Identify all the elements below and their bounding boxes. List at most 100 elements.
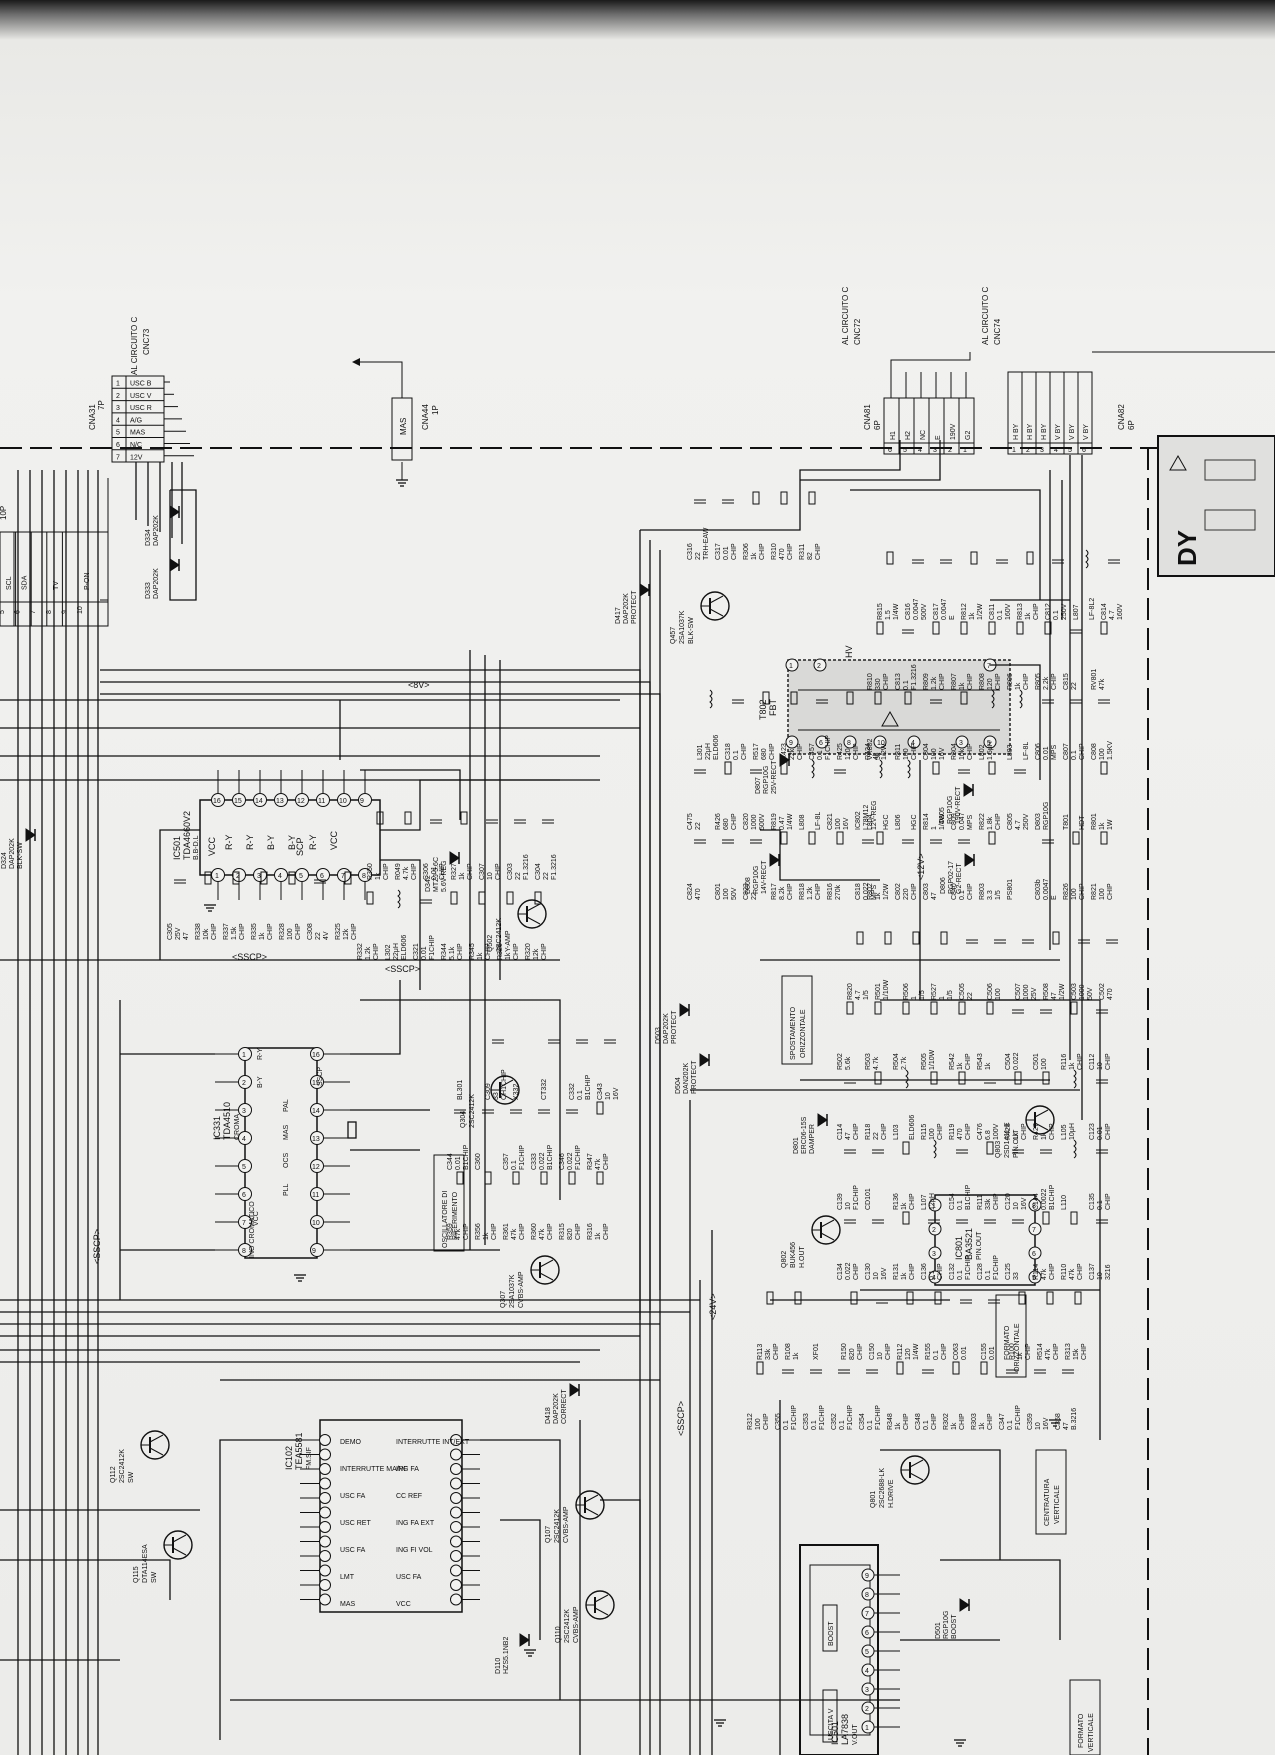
component-note: CHIP [1107,883,1114,900]
component-value: 1.8k [987,816,994,830]
component-note: CHIP [857,1343,864,1360]
component-value: 820 [567,1228,574,1240]
component-note: CHIP [937,1123,944,1140]
cna31-pin-label: USC B [130,381,152,388]
component-value: 0.1 [1053,610,1060,620]
component-value: 2.7k [901,1056,908,1070]
component-value: 22μH [705,743,712,760]
component-value: 47k [455,1228,462,1240]
ic801-pin-number: 4 [932,1275,936,1282]
component-value: 33k [985,1198,992,1210]
component-ref: C813 [895,673,902,690]
component-value: 1000 [1079,984,1086,1000]
ic331-pin-number: 3 [242,1108,246,1115]
component-ref: L807 [1073,604,1080,620]
cna31-pin-label: N/C [130,442,142,449]
component-ref: C134 [837,1263,844,1280]
component-note: CHIP [773,1343,780,1360]
ic801-pin-number: 5 [1032,1275,1036,1282]
component-cd101: CD101 [865,1149,884,1210]
ic331-pin-label: INO CROMATICO [249,1201,256,1258]
component-value: 1k [959,682,966,690]
component-ref: C812 [1045,603,1052,620]
component-value: 22μH [393,943,400,960]
component-ref: R504 [893,1053,900,1070]
diode-part: DAP202K [623,593,630,624]
formato-vert-line2: VERTICALE [1088,1713,1095,1752]
component-ref: R514 [1037,1343,1044,1360]
component-ref: R332 [357,943,364,960]
component-note: 100V [993,1123,1000,1140]
ic331-pin-number: 8 [242,1248,246,1255]
component-note: CHIP [939,673,946,690]
ic102-part: TEA5581 [294,1432,304,1470]
transistor-part: 2SC2412K [119,1449,126,1483]
diode-part: RGP10G [943,1611,950,1639]
component-note: MPS [967,815,974,831]
component-ref: RV801 [1091,669,1098,690]
transistor-part: 2SA1037K [679,610,686,644]
component-bl301: BL301 [457,1080,464,1100]
cna81-ref: CNA81 [863,404,872,430]
component-value: 100 [723,888,730,900]
centratura-verticale-box: CENTRATURA VERTICALE [1035,1449,1067,1535]
fbt-pin-number: 1 [789,663,793,670]
component-value: 1k [901,1272,908,1280]
component-value: 47k [595,1158,602,1170]
transistor-role: BLK-SW [688,617,695,644]
component-ref: C333 [531,1153,538,1170]
component-note: CHIP [575,1223,582,1240]
ic501-ref: IC501 [172,836,182,860]
component-ref: VR802 [867,738,874,760]
component-ref: C343 [597,1083,604,1100]
cna31-pin-label: 12V [130,454,143,461]
ic331-pin-label: MAS [283,1125,290,1141]
component-ref: L802 [979,744,986,760]
component-value: 6.8 [985,1130,992,1140]
component-ref: R501 [875,983,882,1000]
component-note: 500V [759,813,766,830]
component-ref: R812 [961,603,968,620]
component-ref: C809 [951,813,958,830]
component-value: 1k [483,1232,490,1240]
component-ps801: PS801 [1007,879,1014,900]
component-ref: R150 [841,1343,848,1360]
component-note: 16V [939,747,946,760]
component-ref: C502 [1099,983,1106,1000]
component-note: CHIP [995,813,1002,830]
component-value: 10 [845,1202,852,1210]
component-ref: R527 [931,983,938,1000]
ic331-pin-number: 4 [242,1136,246,1143]
component-ref: R111 [977,1194,984,1210]
component-value: 0.022 [863,882,870,900]
component-value: 10 [873,1272,880,1280]
component-value: 0.0047 [941,598,948,620]
ic331-pin-number: 16 [312,1052,320,1059]
cna81-pin-number: 2 [948,447,952,454]
component-note: LF-8L [815,812,822,830]
ic501-pin-label: B-Y [287,835,297,850]
left-header-ref: 10P [0,506,8,520]
ic501b-part: LA7838 [840,1714,850,1745]
ic102-pin-label: USC RET [340,1520,371,1527]
